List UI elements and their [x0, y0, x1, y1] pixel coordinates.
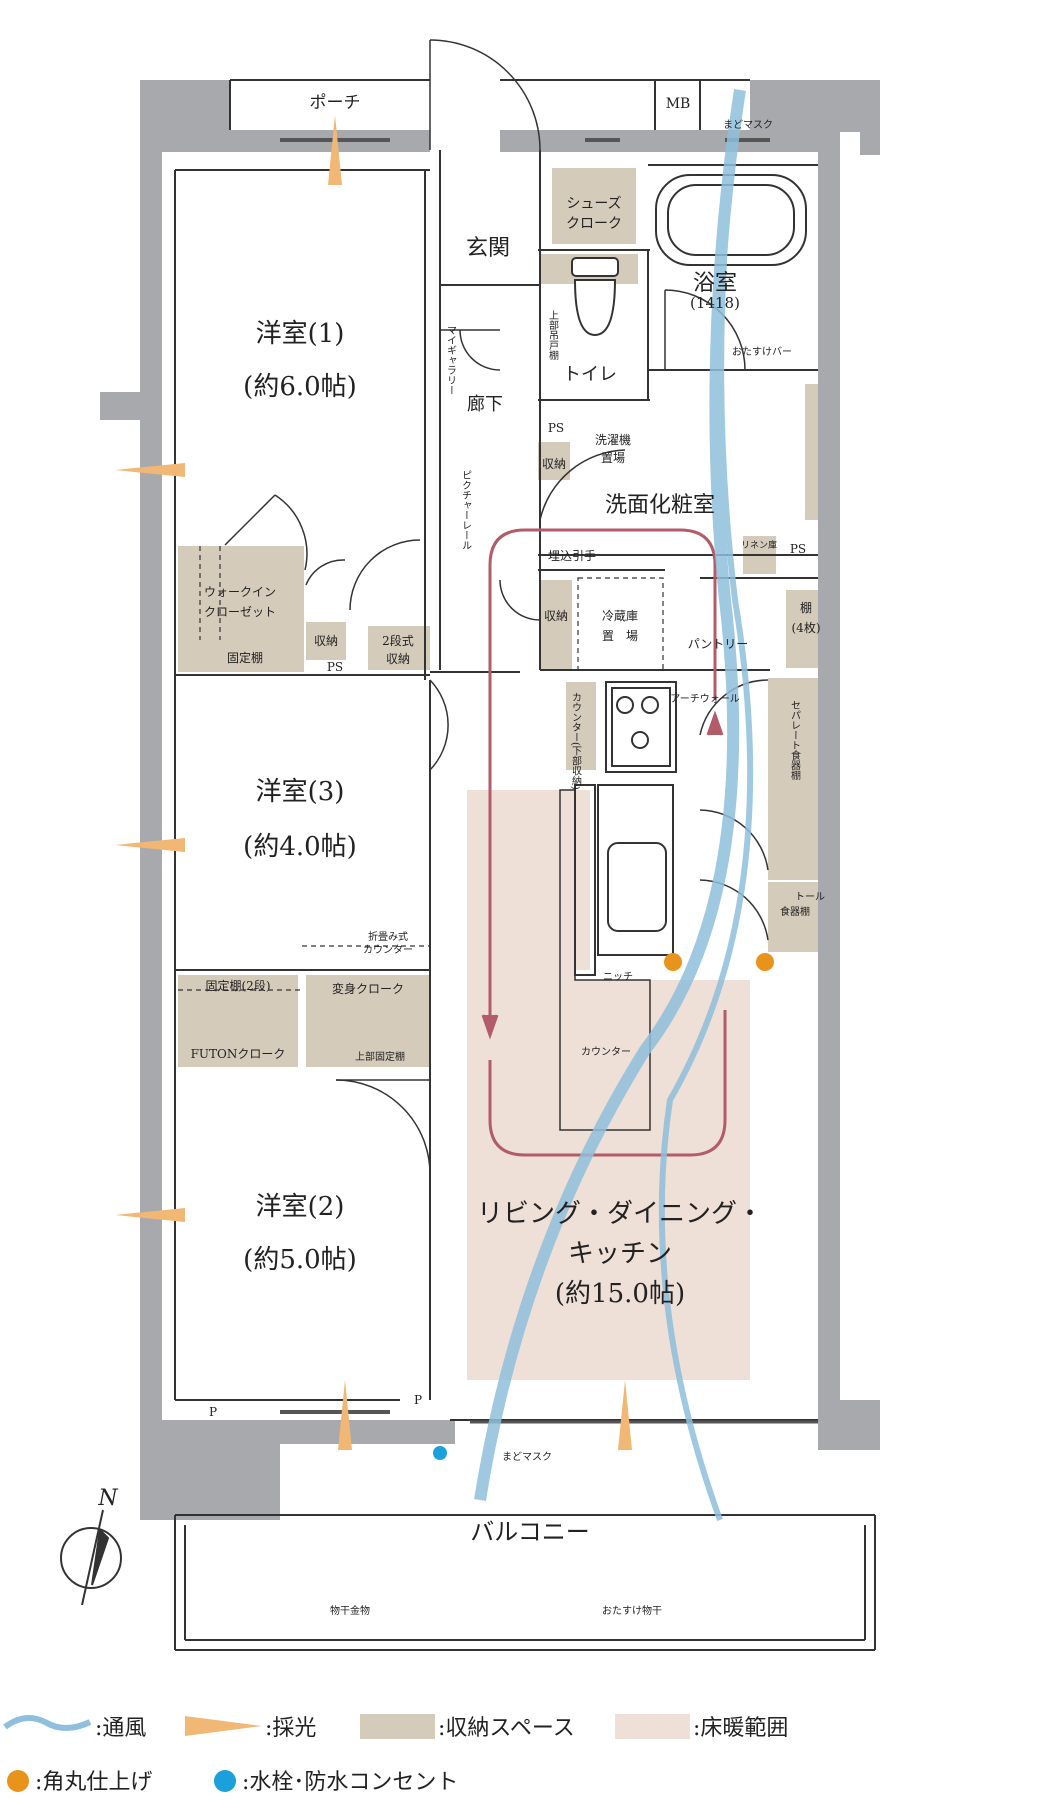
label-separate-cupboard: セパレート食器棚 — [789, 700, 801, 781]
legend: :通風 :採光 :収納スペース :床暖範囲 :角丸仕上げ :水栓･防水コンセント — [3, 1714, 788, 1795]
label-ps-1: PS — [548, 421, 564, 435]
label-arch-wall: アーチウォール — [670, 693, 739, 705]
label-tall-cupboard-1: トール — [795, 892, 825, 903]
room-western3-name: 洋室(3) — [256, 777, 345, 807]
label-storage-small: 収納 — [542, 457, 566, 471]
label-folding-counter-2: カウンター — [363, 944, 413, 956]
label-p-2: P — [414, 1393, 422, 1407]
room-western1-size: (約6.0帖) — [243, 372, 357, 402]
label-north: N — [97, 1486, 118, 1511]
legend-faucet-dot — [214, 1770, 236, 1792]
label-laundry-pole: 物干金物 — [330, 1604, 370, 1617]
label-fridge-1: 冷蔵庫 — [602, 609, 638, 623]
label-my-gallery: マイギャラリー — [445, 325, 457, 395]
kitchen-fixtures — [574, 681, 677, 976]
label-p-1: P — [209, 1405, 217, 1419]
legend-rounded-dot — [7, 1770, 29, 1792]
label-shoes-cloak-1: シューズ — [566, 196, 621, 212]
fixture-labels: MB まどマスク シューズ クローク 上部吊戸棚 マイギャラリー ピクチャーレー… — [97, 96, 825, 1617]
label-pantry: パントリー — [688, 637, 749, 651]
label-mb: MB — [666, 96, 691, 112]
room-bath-size: (1418) — [690, 294, 740, 312]
dashed-outlines — [178, 410, 664, 991]
room-western2-name: 洋室(2) — [256, 1192, 345, 1222]
room-ldk-line1: リビング・ダイニング・ — [477, 1199, 763, 1229]
legend-storage-swatch — [360, 1714, 435, 1739]
rounded-finish-dot-1 — [664, 953, 682, 971]
label-shoes-cloak-2: クローク — [566, 216, 622, 232]
label-niche: ニッチ — [603, 971, 633, 983]
label-tall-cupboard-2: 食器棚 — [780, 905, 810, 918]
label-counter-under: カウンター(下部収納) — [570, 692, 582, 790]
label-mado-mask-bottom: まどマスク — [502, 1451, 552, 1463]
label-storage-w1: 収納 — [314, 634, 338, 648]
room-entrance: 玄関 — [466, 236, 510, 261]
label-fridge-2: 置 場 — [602, 629, 638, 643]
label-two-tier-1: 2段式 — [382, 633, 414, 648]
label-two-tier-2: 収納 — [386, 652, 410, 666]
label-henshin-cloak: 変身クローク — [332, 981, 404, 996]
label-fixed-shelf-2: 固定棚(2段) — [206, 978, 271, 993]
room-corridor: 廊下 — [467, 394, 503, 415]
label-assist-bar: おたすけバー — [732, 346, 792, 358]
ventilation-streams — [474, 89, 754, 1522]
legend-floor-heating: :床暖範囲 — [693, 1716, 788, 1741]
daylight-arrows — [115, 115, 632, 1450]
legend-floor-heating-swatch — [615, 1714, 690, 1739]
legend-rounded-finish: :角丸仕上げ — [35, 1770, 152, 1795]
room-western2-size: (約5.0帖) — [243, 1245, 357, 1275]
rounded-finish-dot-2 — [756, 953, 774, 971]
label-walk-in-2: クローゼット — [204, 605, 276, 619]
room-bath-name: 浴室 — [693, 271, 737, 296]
label-picture-rail: ピクチャーレール — [460, 470, 472, 550]
island-counter — [559, 789, 651, 1131]
label-built-in-handle: 埋込引手 — [548, 549, 596, 563]
label-futon-cloak: FUTONクローク — [191, 1047, 286, 1061]
kitchen-loop — [481, 528, 727, 1157]
label-fixed-shelf: 固定棚 — [227, 650, 263, 665]
label-shelf-1: 棚 — [800, 600, 812, 615]
label-shelf-2: (4枚) — [792, 620, 821, 635]
label-linen: リネン庫 — [741, 539, 777, 551]
room-balcony: バルコニー — [470, 1518, 590, 1546]
legend-ventilation-icon — [3, 1715, 92, 1731]
legend-storage-space: :収納スペース — [438, 1716, 575, 1741]
label-storage-kitchen: 収納 — [544, 609, 568, 623]
room-ldk-size: (約15.0帖) — [555, 1279, 685, 1309]
label-folding-counter-1: 折畳み式 — [368, 930, 408, 943]
label-upper-fixed-shelf: 上部固定棚 — [355, 1050, 405, 1063]
label-ps-3: PS — [327, 660, 343, 674]
room-western3-size: (約4.0帖) — [243, 832, 357, 862]
room-labels: 洋室(1) (約6.0帖) 洋室(3) (約4.0帖) 洋室(2) (約5.0帖… — [243, 93, 763, 1546]
legend-daylight: :採光 — [265, 1716, 316, 1741]
label-ps-2: PS — [790, 542, 806, 556]
door-swings — [224, 39, 769, 1175]
legend-ventilation: :通風 — [95, 1716, 146, 1741]
label-washer-2: 置場 — [601, 451, 625, 465]
label-mado-mask-top: まどマスク — [723, 119, 773, 131]
label-assist-laundry: おたすけ物干 — [602, 1604, 662, 1617]
label-counter: カウンター — [581, 1046, 631, 1058]
legend-faucet: :水栓･防水コンセント — [242, 1770, 458, 1795]
toilet-fixture — [571, 257, 619, 337]
label-walk-in-1: ウォークイン — [204, 585, 276, 599]
room-washroom: 洗面化粧室 — [605, 493, 715, 518]
interior-walls — [174, 79, 876, 1651]
compass-icon — [60, 1509, 122, 1606]
legend-daylight-icon — [185, 1716, 262, 1736]
room-western1-name: 洋室(1) — [256, 319, 345, 349]
room-ldk-line2: キッチン — [568, 1239, 672, 1269]
faucet-dot — [433, 1446, 447, 1460]
exterior-walls — [100, 80, 880, 1520]
room-porch: ポーチ — [310, 93, 361, 113]
label-upper-cabinet: 上部吊戸棚 — [547, 310, 559, 361]
room-toilet: トイレ — [563, 364, 617, 385]
label-washer-1: 洗濯機 — [595, 432, 631, 447]
